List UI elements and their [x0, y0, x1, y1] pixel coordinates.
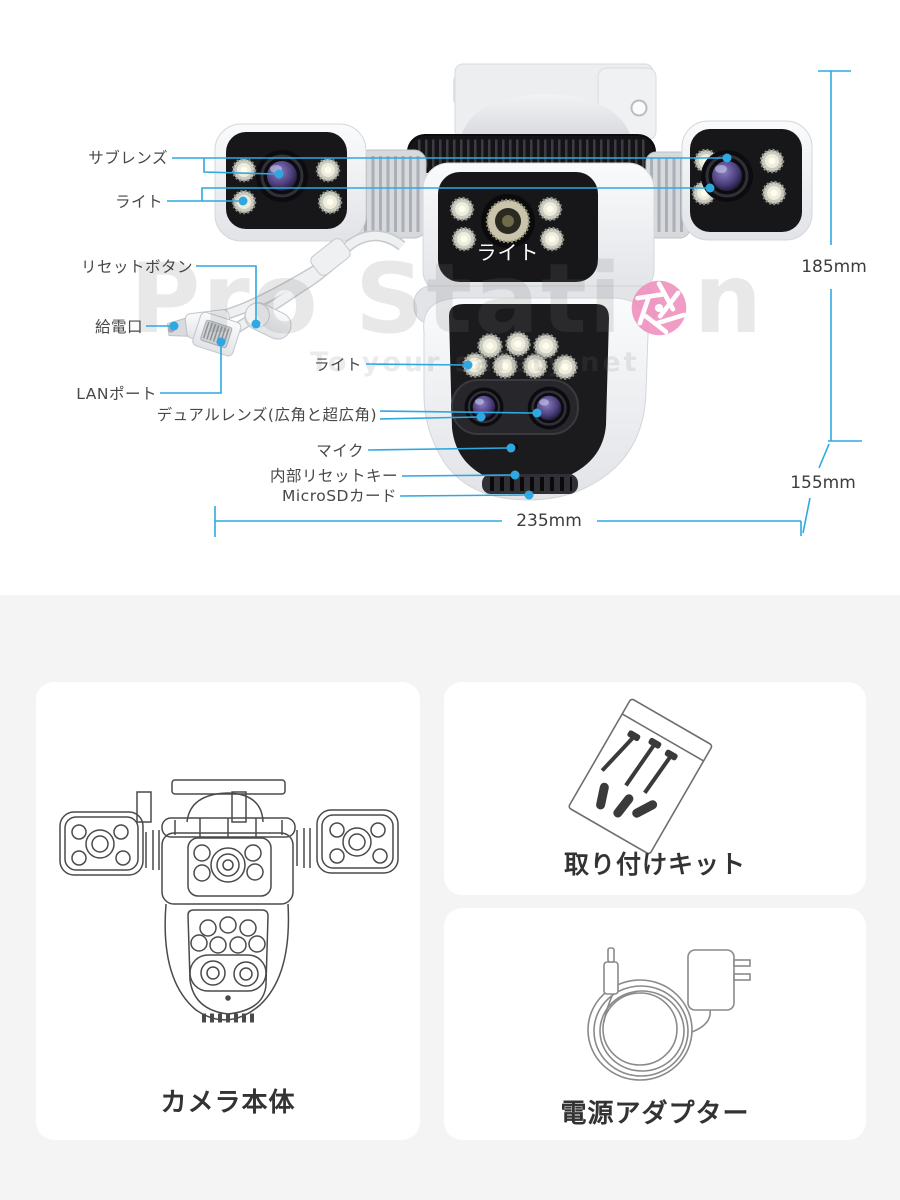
- left-arm-joint: [357, 149, 427, 239]
- dual-lens-module: [451, 379, 579, 435]
- left-sub-camera: [214, 123, 367, 242]
- label-sub-lens: サブレンズ: [88, 149, 168, 167]
- card-mounting-kit: 取り付けキット: [444, 682, 866, 895]
- on-camera-light-label: ライト: [476, 240, 540, 265]
- label-microsd-card: MicroSDカード: [282, 487, 397, 505]
- card-power-adapter: 電源アダプター: [444, 908, 866, 1140]
- label-lan-port: LANポート: [76, 385, 157, 403]
- power-adapter-drawing: [587, 947, 751, 1081]
- card-camera-body-label: カメラ本体: [160, 1088, 296, 1118]
- label-light-bottom: ライト: [313, 356, 362, 374]
- dimension-width: 235mm: [516, 511, 582, 531]
- label-reset-button: リセットボタン: [80, 258, 193, 276]
- package-contents-section: カメラ本体: [0, 595, 900, 1200]
- watermark-brand: Pro Stati n: [130, 246, 764, 352]
- watermark-tagline: To your safety net: [310, 347, 640, 378]
- camera-diagram-section: Pro Stati n To your safety net: [0, 0, 900, 595]
- cable-splitter: [310, 238, 351, 276]
- microphone-hole: [512, 444, 518, 450]
- card-power-adapter-label: 電源アダプター: [560, 1099, 750, 1129]
- dimension-height-upper: 185mm: [801, 257, 867, 277]
- label-dual-lens: デュアルレンズ(広角と超広角): [156, 406, 377, 424]
- watermark-text-post: n: [693, 243, 765, 355]
- label-microphone: マイク: [316, 442, 364, 460]
- zoom-lens: [481, 194, 535, 248]
- mounting-bracket: [453, 63, 657, 141]
- speaker-grille: [482, 474, 578, 494]
- watermark-text-pre: Pro Stati: [130, 243, 624, 355]
- card-camera-body: カメラ本体: [36, 682, 420, 1140]
- card-mounting-kit-label: 取り付けキット: [563, 850, 746, 879]
- mounting-kit-drawing: [568, 698, 713, 855]
- right-sub-camera: [681, 120, 813, 241]
- aperture-logo-icon: [630, 256, 688, 352]
- camera-body-line-drawing: [59, 779, 399, 1023]
- label-power-port: 給電口: [94, 318, 143, 336]
- label-internal-reset: 内部リセットキー: [269, 467, 398, 485]
- dimension-height-lower: 155mm: [790, 473, 856, 493]
- label-light-side: ライト: [114, 193, 163, 211]
